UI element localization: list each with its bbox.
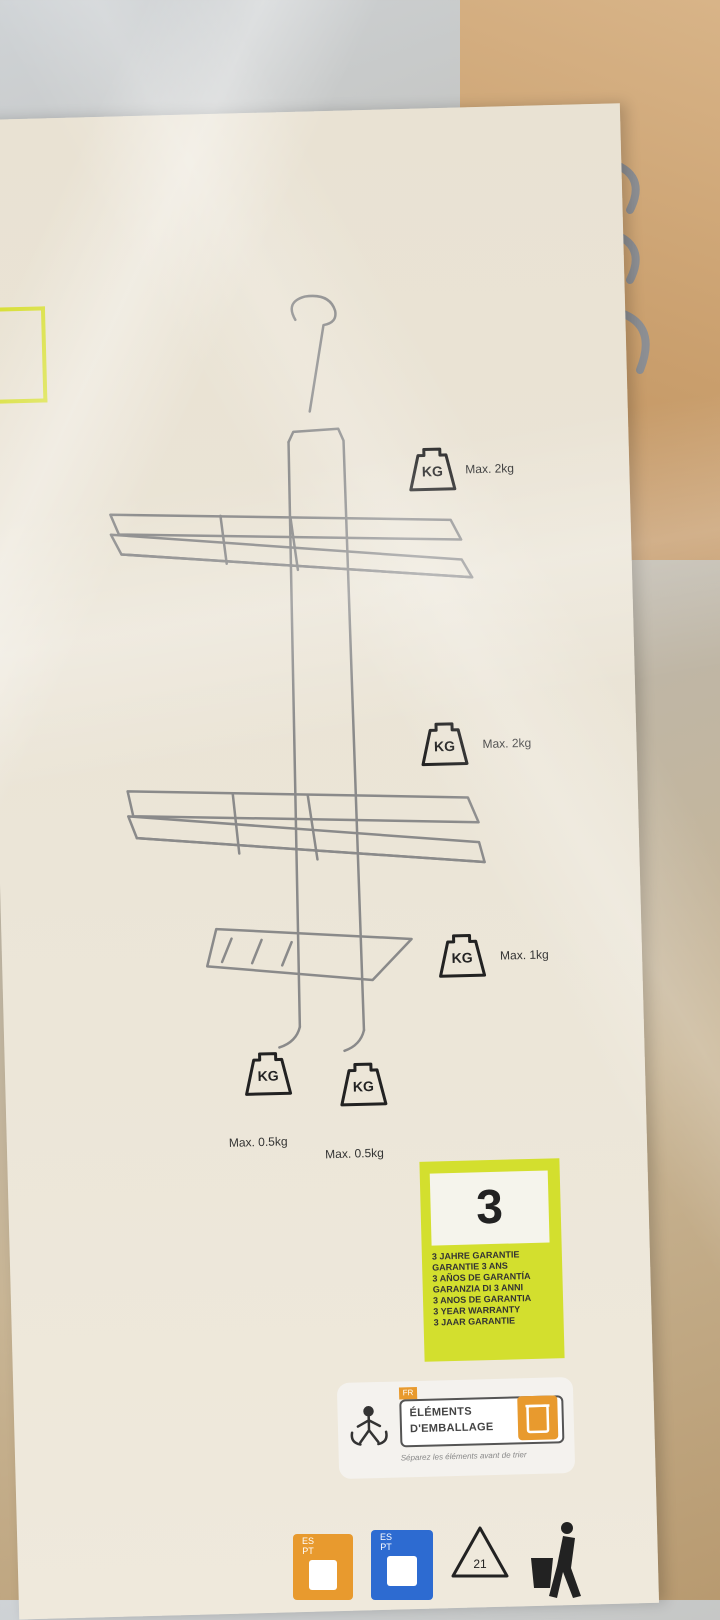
tidyman-icon xyxy=(531,1522,581,1598)
elements-line-2: D'EMBALLAGE xyxy=(409,1421,494,1436)
middle-shelf xyxy=(126,790,486,864)
top-shelf xyxy=(109,513,474,579)
packaging-elements-box: ÉLÉMENTS D'EMBALLAGE xyxy=(399,1395,565,1448)
right-hook-weight-icon: KG xyxy=(335,1058,392,1109)
warranty-badge: 3 3 JAHRE GARANTIE GARANTIE 3 ANS 3 AÑOS… xyxy=(419,1158,565,1362)
sorting-note: Séparez les éléments avant de trier xyxy=(400,1450,527,1463)
left-hook-weight-icon: KG xyxy=(239,1047,296,1098)
blue-recycle-container-icon: ES PT xyxy=(371,1530,433,1600)
recycling-triangle-icon: 21 xyxy=(451,1526,509,1578)
middle-shelf-max-label: Max. 2kg xyxy=(482,735,532,752)
resin-code: 21 xyxy=(473,1557,487,1571)
right-bottom-hook xyxy=(343,1029,366,1053)
weight-unit-label: KG xyxy=(257,1067,279,1085)
top-shelf-max-label: Max. 2kg xyxy=(465,461,515,477)
right-hook-max-label: Max. 0.5kg xyxy=(325,1145,385,1162)
left-hook-max-label: Max. 0.5kg xyxy=(228,1134,288,1150)
packaging-card: KG Max. 2kg KG Max. 2kg KG Max. 1kg KG M… xyxy=(0,103,660,1620)
recycle-bin-icon xyxy=(517,1395,559,1441)
right-rail xyxy=(287,427,366,1032)
left-bottom-hook xyxy=(278,1025,302,1049)
weight-unit-label: KG xyxy=(451,949,473,966)
hanger-hook xyxy=(290,294,337,413)
warranty-line: 3 JAAR GARANTIE xyxy=(433,1315,516,1328)
soap-dish-max-label: Max. 1kg xyxy=(499,947,549,963)
triman-icon xyxy=(350,1406,388,1446)
shower-caddy-drawing xyxy=(109,294,486,1053)
es-pt-tag-left: ES PT xyxy=(297,1536,319,1556)
es-pt-tag-right: ES PT xyxy=(375,1532,397,1552)
orange-recycle-container-icon: ES PT xyxy=(293,1534,353,1600)
recycling-info: FR ÉLÉMENTS D'EMBALLAGE Séparez les élém… xyxy=(336,1376,576,1480)
middle-shelf-weight-icon: KG xyxy=(416,717,473,768)
left-rail xyxy=(287,440,302,1029)
warranty-years: 3 xyxy=(429,1170,550,1246)
weight-unit-label: KG xyxy=(421,463,444,480)
soap-dish-weight-icon: KG xyxy=(433,929,490,980)
soap-dish xyxy=(205,927,413,982)
warranty-lines: 3 JAHRE GARANTIE GARANTIE 3 ANS 3 AÑOS D… xyxy=(432,1248,558,1328)
weight-unit-label: KG xyxy=(433,737,456,755)
top-shelf-weight-icon: KG xyxy=(404,443,461,494)
bottom-recycling-icons: ES PT ES PT 21 xyxy=(285,1500,605,1600)
country-tag: FR xyxy=(398,1387,418,1400)
elements-line-1: ÉLÉMENTS xyxy=(409,1405,473,1420)
weight-unit-label: KG xyxy=(352,1078,375,1095)
